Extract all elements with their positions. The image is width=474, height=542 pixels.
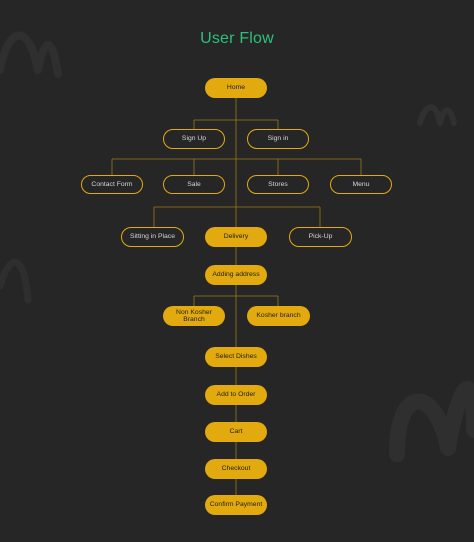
node-sitting-in-place[interactable]: Sitting in Place (121, 227, 184, 247)
node-kosher-branch[interactable]: Kosher branch (247, 306, 310, 326)
node-cart[interactable]: Cart (205, 422, 267, 442)
node-home[interactable]: Home (205, 78, 267, 98)
node-add-to-order[interactable]: Add to Order (205, 385, 267, 405)
node-stores[interactable]: Stores (247, 175, 309, 194)
connector-categories-branch (111, 158, 362, 175)
node-sale[interactable]: Sale (163, 175, 225, 194)
node-sign-in[interactable]: Sign in (247, 129, 309, 149)
node-checkout[interactable]: Checkout (205, 459, 267, 479)
node-confirm-payment[interactable]: Confirm Payment (205, 495, 267, 515)
node-non-kosher-branch[interactable]: Non Kosher Branch (163, 306, 225, 326)
node-delivery[interactable]: Delivery (205, 227, 267, 247)
connector-auth-branch (193, 119, 279, 129)
node-select-dishes[interactable]: Select Dishes (205, 347, 267, 367)
connector-order-type-branch (153, 206, 321, 227)
diagram-title: User Flow (200, 30, 274, 47)
node-sign-up[interactable]: Sign Up (163, 129, 225, 149)
node-contact-form[interactable]: Contact Form (81, 175, 143, 194)
node-menu[interactable]: Menu (330, 175, 392, 194)
node-adding-address[interactable]: Adding address (205, 265, 267, 285)
node-pick-up[interactable]: Pick-Up (289, 227, 352, 247)
